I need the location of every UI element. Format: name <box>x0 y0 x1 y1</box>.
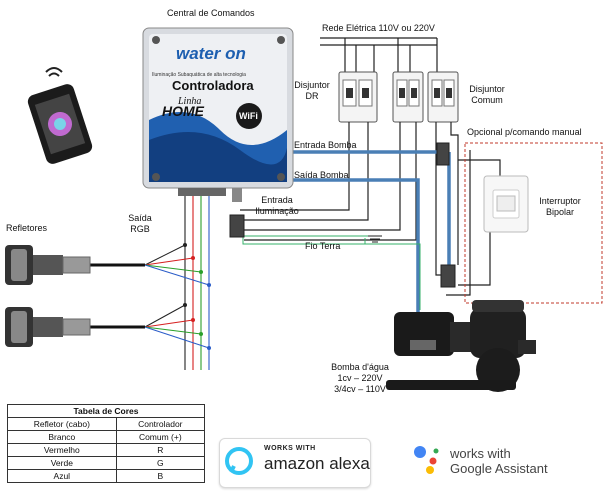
breaker-dr <box>338 71 378 123</box>
disjuntor-dr-line1: Disjuntor <box>294 80 330 90</box>
controller-title: Controladora <box>172 78 254 93</box>
reflector-2 <box>5 307 91 347</box>
ground-wire <box>242 235 421 310</box>
table-row: Vermelho R <box>7 443 206 457</box>
table-cell: Azul <box>7 469 117 483</box>
junction-box-pump-in <box>436 142 450 166</box>
pump-conduits <box>285 150 451 315</box>
controller-wifi: WiFi <box>239 111 258 121</box>
entrada-iluminacao-line2: Iluminação <box>255 206 299 216</box>
central-label: Central de Comandos <box>167 8 255 18</box>
alexa-badge: WORKS WITH amazon alexa <box>219 438 371 488</box>
controller-brand: water on <box>176 44 246 63</box>
color-table-header: Controlador <box>115 417 206 431</box>
color-table: Tabela de Cores Refletor (cabo) Controla… <box>7 404 206 483</box>
reflector1-wires <box>90 243 211 287</box>
table-cell: Comum (+) <box>115 430 206 444</box>
saida-rgb-line2: RGB <box>130 224 150 234</box>
table-row: Azul B <box>7 469 206 483</box>
bomba-label: Bomba d'água 1cv – 220V 3/4cv – 110V <box>322 362 398 395</box>
mains-lines <box>320 37 438 72</box>
junction-box-pump <box>440 264 456 288</box>
disjuntor-comum-line1: Disjuntor <box>469 84 505 94</box>
refletores-label: Refletores <box>6 223 48 233</box>
disjuntor-comum-label: Disjuntor Comum <box>462 84 512 106</box>
bomba-line1: Bomba d'água <box>331 362 389 372</box>
ground-symbol <box>368 235 382 243</box>
breaker-comum <box>427 71 459 123</box>
color-table-title: Tabela de Cores <box>7 404 205 418</box>
controller-home: HOME <box>162 103 204 119</box>
water-pump <box>386 300 536 392</box>
fio-terra-label: Fio Terra <box>305 241 341 251</box>
table-row: Verde G <box>7 456 206 470</box>
table-cell: Vermelho <box>7 443 117 457</box>
interruptor-line1: Interruptor <box>539 196 581 206</box>
color-table-header: Refletor (cabo) <box>7 417 117 431</box>
table-row: Branco Comum (+) <box>7 430 206 444</box>
table-cell: G <box>115 456 206 470</box>
interruptor-line2: Bipolar <box>545 207 574 217</box>
saida-rgb-line1: Saída <box>128 213 152 223</box>
reflector-1 <box>5 245 91 285</box>
controller-terminals <box>178 188 242 202</box>
reflector2-wires <box>90 303 211 350</box>
table-cell: Verde <box>7 456 117 470</box>
entrada-iluminacao-label: Entrada Iluminação <box>254 195 300 217</box>
smartphone <box>27 67 93 164</box>
interruptor-label: Interruptor Bipolar <box>530 196 590 218</box>
opcional-label: Opcional p/comando manual <box>467 127 582 137</box>
table-cell: R <box>115 443 206 457</box>
optional-manual-box <box>464 142 603 304</box>
disjuntor-dr-label: Disjuntor DR <box>290 80 334 102</box>
breaker-bomba <box>392 71 424 123</box>
entrada-iluminacao-line1: Entrada <box>261 195 293 205</box>
saida-rgb-label: Saída RGB <box>120 213 160 235</box>
saida-bomba-label: Saída Bomba <box>294 170 349 180</box>
bomba-line3: 3/4cv – 110V <box>334 384 386 394</box>
disjuntor-dr-line2: DR <box>305 91 319 101</box>
ga-line2: Google Assistant <box>450 461 548 476</box>
google-assistant-icon <box>414 446 439 474</box>
ga-line1: works with <box>450 446 511 461</box>
controller-linha: Linha <box>178 96 202 107</box>
bipolar-switch <box>483 175 529 233</box>
alexa-name: amazon alexa <box>264 454 370 473</box>
controller-box <box>142 27 294 189</box>
disjuntor-comum-line2: Comum <box>471 95 503 105</box>
rede-label: Rede Elétrica 110V ou 220V <box>322 23 435 33</box>
table-cell: B <box>115 469 206 483</box>
entrada-bomba-label: Entrada Bomba <box>294 140 357 150</box>
alexa-works-with: WORKS WITH <box>264 445 316 452</box>
bomba-line2: 1cv – 220V <box>337 373 383 383</box>
table-cell: Branco <box>7 430 117 444</box>
controller-tagline: Iluminação Subaquática de alta tecnologi… <box>152 72 246 78</box>
junction-box-light <box>229 214 245 238</box>
